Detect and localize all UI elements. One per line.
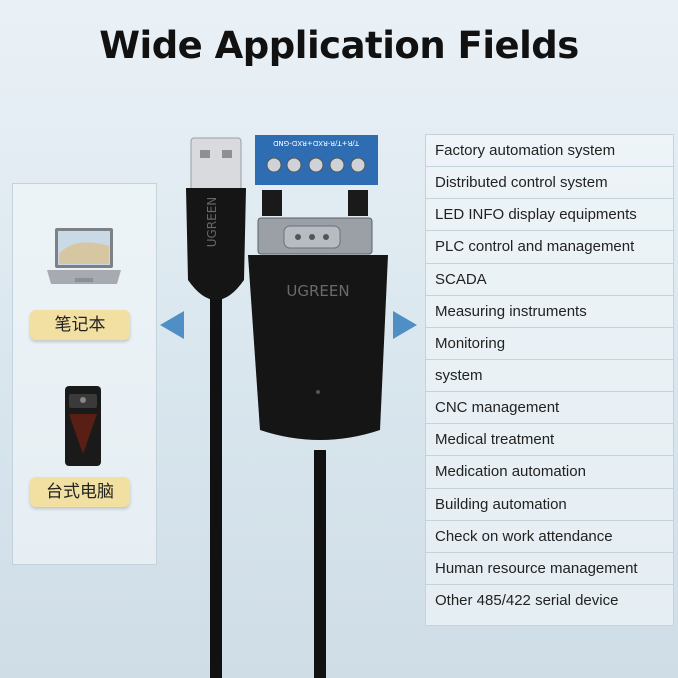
application-item: LED INFO display equipments: [426, 199, 673, 232]
application-item: Check on work attendance: [426, 521, 673, 553]
application-item: Factory automation system: [426, 135, 673, 168]
laptop-label: 笔记本: [30, 310, 130, 340]
application-item: Human resource management: [426, 553, 673, 585]
device-panel: 笔记本 台式电脑: [12, 183, 157, 565]
application-item: Medical treatment: [426, 424, 673, 457]
application-item: Measuring instruments: [426, 296, 673, 328]
application-item: Medication automation: [426, 456, 673, 489]
application-item: Building automation: [426, 489, 673, 521]
adapter-brand-text: UGREEN: [286, 282, 349, 300]
application-item: Monitoring: [426, 328, 673, 360]
application-item: CNC management: [426, 392, 673, 425]
application-item: Other 485/422 serial device: [435, 591, 619, 609]
arrow-left-icon: [160, 311, 184, 339]
application-item: system: [426, 360, 673, 393]
usb-rs485-adapter-image: UGREEN T/R+T/R-RXD+RXD-GND UGREEN: [186, 135, 388, 678]
desktop-tower-icon: [65, 386, 101, 466]
page-title: Wide Application Fields: [99, 24, 579, 67]
application-item: PLC control and management: [426, 231, 673, 264]
usb-brand-text: UGREEN: [205, 197, 219, 248]
laptop-icon: [47, 228, 121, 284]
application-item: Distributed control system: [426, 167, 673, 200]
terminal-label: T/R+T/R-RXD+RXD-GND: [273, 139, 360, 147]
application-item: SCADA: [426, 264, 673, 296]
arrow-right-icon: [393, 311, 417, 339]
desktop-label: 台式电脑: [30, 477, 130, 507]
